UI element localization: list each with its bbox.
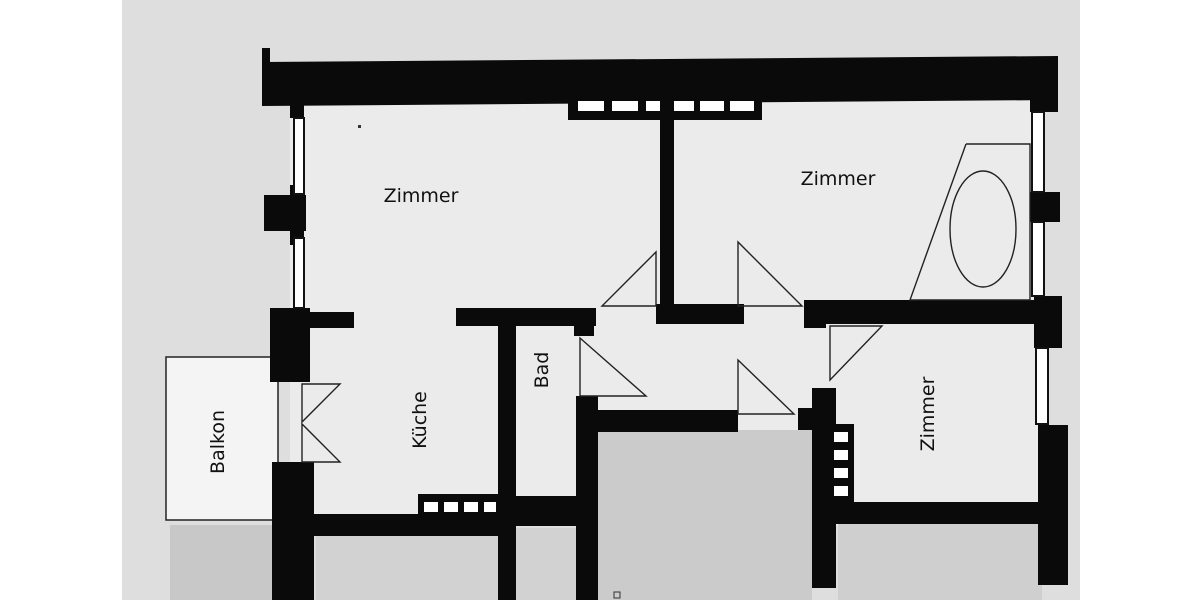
bathtub-basin [949,170,1017,288]
wall-center-partition [660,118,674,314]
door-balcony-upper [301,383,342,424]
window-pane [674,101,694,111]
neighbor-area-bottom-kitchen [316,534,498,600]
window-pane [834,432,848,442]
door-corridor-bottom [737,358,796,415]
wall-left-upper-2 [290,185,304,245]
wall-bath-door-jamb [574,318,594,336]
neighbor-area-bottom-left [170,525,278,600]
bathtub-outline [909,143,1031,301]
window-pane [444,502,458,512]
window-right-3 [1035,347,1049,425]
wall-bath-bottom [512,496,582,526]
neighbor-area-bottom-right [838,520,1042,600]
window-left-2 [293,237,305,309]
wall-right-upper [1030,96,1058,112]
wall-bath-right [576,396,598,600]
window-pane [700,101,724,111]
window-pane [612,101,638,111]
room-label-bathroom: Bad [531,352,553,389]
window-pane [484,502,496,512]
scan-speck [358,125,361,128]
wall-right-pier-2 [1034,296,1062,348]
window-pane [834,468,848,478]
wall-left-upper [290,104,304,118]
window-panes [424,101,848,512]
room-label-kitchen: Küche [409,391,431,449]
balcony-outline [165,356,279,521]
wall-lower-room-bottom [828,502,1048,524]
window-pane [834,450,848,460]
side-windows [293,111,1049,425]
window-right-1 [1031,111,1045,193]
room-label-living: Zimmer [384,185,459,207]
scan-speck [613,591,621,599]
wall-right-pier-1 [1030,192,1060,222]
wall-living-kitchen [300,312,354,328]
wall-kitchen-bath [498,318,516,600]
room-label-top-right: Zimmer [801,168,876,190]
wall-right-middle-stub [804,300,826,328]
door-bottom-right-room [829,325,884,382]
window-pane [578,101,604,111]
bathtub [909,143,1031,301]
neighbor-area-bottom-bath [516,528,578,600]
wall-kitchen-hall-top [456,308,596,326]
window-pane [424,502,438,512]
door-living-hall [600,250,657,307]
doors [301,240,884,463]
walls [262,48,1068,600]
paper-left-margin [0,0,122,600]
window-left-1 [293,117,305,195]
window-right-2 [1031,221,1045,297]
wall-corridor-bottom [590,410,738,432]
wall-top-left-stub [262,48,270,68]
window-pane [646,101,660,111]
door-bathroom [579,336,648,397]
door-top-right-room [737,240,804,307]
stairwell-area [598,430,812,600]
wall-top-outer [262,56,1058,106]
room-label-balcony: Balkon [207,410,229,474]
wall-lower-room-left-jamb [798,408,818,430]
window-pane [834,486,848,496]
window-pane [464,502,478,512]
wall-kitchen-bottom [300,514,500,536]
door-balcony-lower [301,422,342,463]
wall-right-middle [804,300,1058,324]
paper-right-margin [1080,0,1200,600]
window-pane [730,101,754,111]
room-label-bottom-right: Zimmer [917,376,939,451]
wall-center-base [656,304,744,324]
